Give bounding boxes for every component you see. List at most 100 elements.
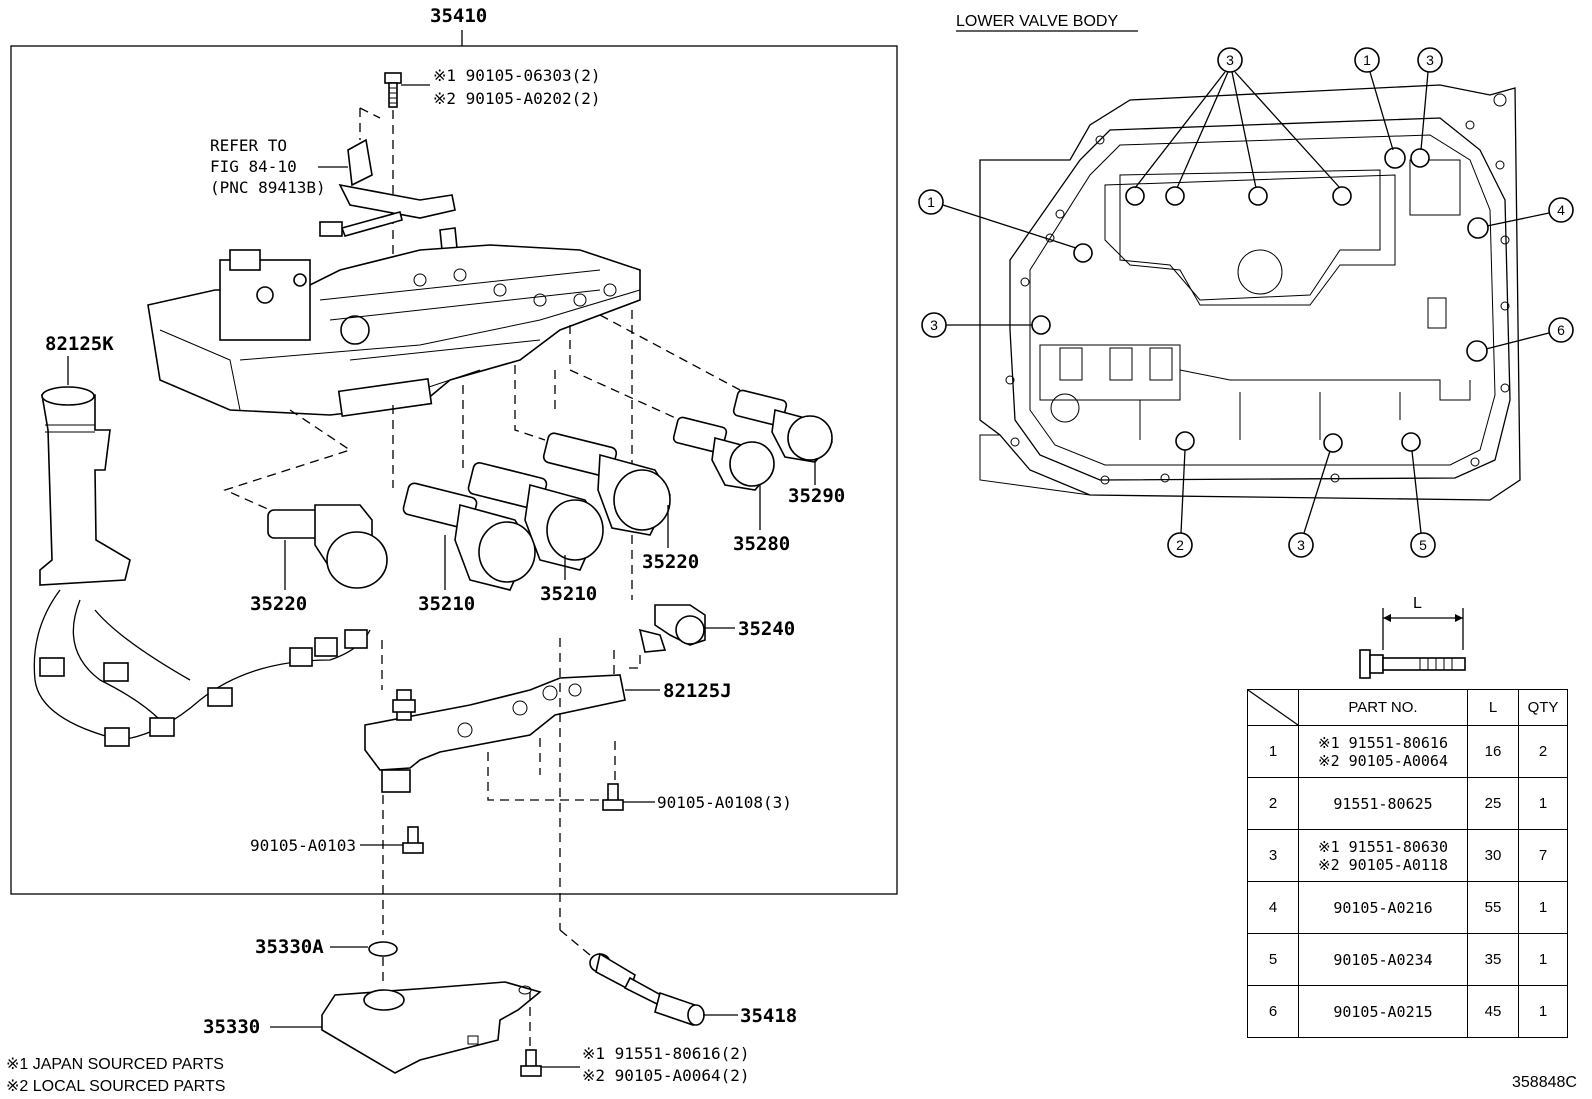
- table-header-part-no: PART NO.: [1298, 689, 1468, 726]
- solenoid-35220-right-icon: [542, 432, 671, 536]
- table-row: 5 90105-A0234 35 1: [1247, 933, 1568, 986]
- svg-text:4: 4: [1557, 202, 1565, 218]
- sol-35290-label: 35290: [788, 485, 845, 507]
- oring-label: 35330A: [255, 936, 324, 958]
- table-row: 1 ※1 91551-80616※2 90105-A0064 16 2: [1247, 725, 1568, 778]
- sol-35280-label: 35280: [733, 533, 790, 555]
- row-length: 30: [1467, 829, 1519, 882]
- svg-text:L: L: [1413, 595, 1422, 612]
- detent-spring-icon: [319, 138, 459, 261]
- harness-label: 82125K: [45, 333, 114, 355]
- bolt-top-label-2: ※2 90105-A0202(2): [433, 89, 601, 108]
- table-row: 2 91551-80625 25 1: [1247, 777, 1568, 830]
- row-part: 90105-A0216: [1298, 881, 1468, 934]
- bracket-82125j-icon: [364, 674, 626, 793]
- wire-harness-icon: [33, 386, 371, 747]
- valve-body-icon: [147, 244, 641, 418]
- svg-text:3: 3: [1426, 52, 1434, 68]
- bolt-a0108-label: 90105-A0108(3): [657, 793, 792, 812]
- callout-3-bottom: 3: [1288, 450, 1331, 558]
- bolt-a0108-icon: [602, 783, 624, 811]
- solenoid-35210-a-icon: [402, 482, 536, 591]
- bolt-top-icon: [384, 72, 402, 108]
- lower-valve-body-view: [979, 84, 1521, 501]
- table-row: 3 ※1 91551-80630※2 90105-A0118 30 7: [1247, 829, 1568, 882]
- row-length: 25: [1467, 777, 1519, 830]
- callout-3-left: 3: [921, 312, 1032, 338]
- row-part: ※1 91551-80616※2 90105-A0064: [1298, 725, 1468, 778]
- svg-text:3: 3: [1297, 537, 1305, 553]
- sol-35220-left-label: 35220: [250, 593, 307, 615]
- row-part: 90105-A0215: [1298, 985, 1468, 1038]
- svg-text:2: 2: [1176, 537, 1184, 553]
- sol-35210-a-label: 35210: [418, 593, 475, 615]
- svg-text:3: 3: [930, 317, 938, 333]
- refer-label-1: REFER TO: [210, 136, 287, 155]
- callout-2-bottom: 2: [1167, 449, 1193, 558]
- assembly-frame: [10, 45, 898, 895]
- row-no: 4: [1247, 881, 1299, 934]
- callout-6: 6: [1485, 317, 1574, 350]
- row-length: 16: [1467, 725, 1519, 778]
- bracket-label: 82125J: [663, 680, 732, 702]
- row-no: 6: [1247, 985, 1299, 1038]
- table-header-row: PART NO. L QTY: [1247, 689, 1568, 726]
- footnote-japan: ※1 JAPAN SOURCED PARTS: [6, 1056, 224, 1073]
- solenoid-35210-b-icon: [467, 461, 604, 571]
- oil-pipe-icon: [589, 952, 705, 1027]
- row-qty: 1: [1518, 985, 1568, 1038]
- svg-text:1: 1: [927, 194, 935, 210]
- callout-5-bottom: 5: [1410, 450, 1436, 558]
- bolt-parts-table: PART NO. L QTY 1 ※1 91551-80616※2 90105-…: [1247, 689, 1568, 1038]
- bolt-length-dimension: L: [1359, 595, 1466, 679]
- lower-valve-body-title: LOWER VALVE BODY: [956, 13, 1118, 30]
- callout-1-top: 1: [1354, 47, 1394, 151]
- oring-icon: [368, 941, 398, 957]
- row-length: 45: [1467, 985, 1519, 1038]
- solenoid-35240-icon: [638, 604, 706, 653]
- row-qty: 1: [1518, 933, 1568, 986]
- bolt-top-label-1: ※1 90105-06303(2): [433, 66, 601, 85]
- table-header-qty: QTY: [1518, 689, 1568, 726]
- row-part: ※1 91551-80630※2 90105-A0118: [1298, 829, 1468, 882]
- row-part: 90105-A0234: [1298, 933, 1468, 986]
- table-header-corner: [1247, 689, 1299, 726]
- row-part: 91551-80625: [1298, 777, 1468, 830]
- bolt-a0103-label: 90105-A0103: [250, 836, 356, 855]
- bolt-bottom-label-1: ※1 91551-80616(2): [582, 1044, 750, 1063]
- footnote-local: ※2 LOCAL SOURCED PARTS: [6, 1078, 226, 1095]
- callout-3-top-right: 3: [1417, 47, 1443, 151]
- sol-35220-right-label: 35220: [642, 551, 699, 573]
- table-header-l: L: [1467, 689, 1519, 726]
- assembly-number: 35410: [430, 5, 487, 27]
- svg-text:5: 5: [1419, 537, 1427, 553]
- bolt-bottom-label-2: ※2 90105-A0064(2): [582, 1066, 750, 1085]
- solenoid-35280-icon: [672, 416, 775, 491]
- row-length: 35: [1467, 933, 1519, 986]
- row-no: 1: [1247, 725, 1299, 778]
- table-row: 4 90105-A0216 55 1: [1247, 881, 1568, 934]
- row-qty: 1: [1518, 881, 1568, 934]
- row-qty: 2: [1518, 725, 1568, 778]
- callout-3-top: 3: [1134, 47, 1341, 189]
- sol-35210-b-label: 35210: [540, 583, 597, 605]
- refer-label-3: (PNC 89413B): [210, 178, 326, 197]
- figure-id: 358848C: [1512, 1074, 1577, 1091]
- strainer-label: 35330: [203, 1016, 260, 1038]
- row-no: 3: [1247, 829, 1299, 882]
- svg-text:3: 3: [1226, 52, 1234, 68]
- bolt-a0103-icon: [402, 826, 424, 854]
- row-no: 2: [1247, 777, 1299, 830]
- row-qty: 1: [1518, 777, 1568, 830]
- solenoid-35290-icon: [732, 389, 833, 463]
- oil-strainer-icon: [321, 981, 542, 1074]
- sol-35240-label: 35240: [738, 618, 795, 640]
- row-qty: 7: [1518, 829, 1568, 882]
- refer-label-2: FIG 84-10: [210, 157, 297, 176]
- solenoid-35220-left-icon: [267, 504, 388, 589]
- svg-text:6: 6: [1557, 322, 1565, 338]
- row-length: 55: [1467, 881, 1519, 934]
- callout-4: 4: [1486, 197, 1574, 227]
- pipe-label: 35418: [740, 1005, 797, 1027]
- table-row: 6 90105-A0215 45 1: [1247, 985, 1568, 1038]
